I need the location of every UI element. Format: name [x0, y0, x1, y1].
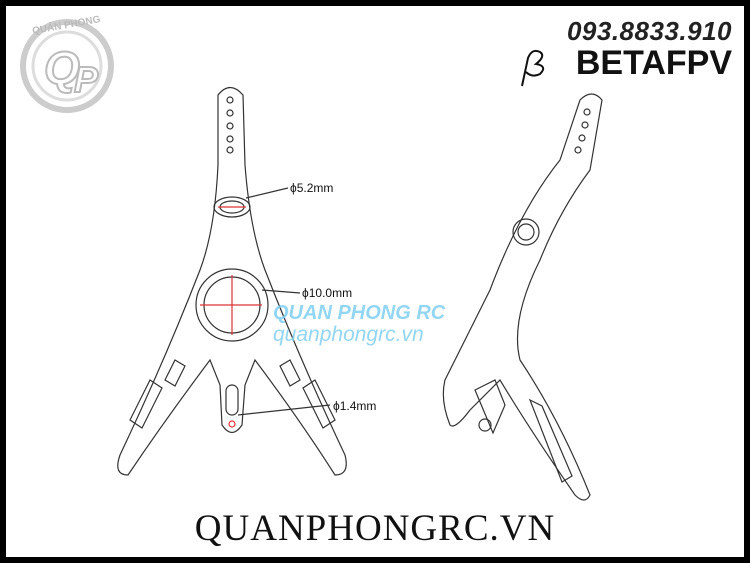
footer-website: QUANPHONGRC.VN	[194, 508, 556, 549]
svg-text:Q: Q	[44, 42, 80, 94]
quan-phong-logo: Q P QUẢN PHONG	[20, 12, 114, 113]
dimension-label-5-2mm: ϕ5.2mm	[290, 181, 334, 195]
dimension-label-1-4mm: ϕ1.4mm	[333, 399, 377, 413]
dimension-label-10-0mm: ϕ10.0mm	[302, 286, 353, 300]
watermark-url: quanphongrc.vn	[273, 323, 424, 346]
svg-text:P: P	[74, 59, 99, 100]
betafpv-logo-icon	[521, 49, 545, 87]
watermark-name: QUAN PHONG RC	[273, 302, 446, 324]
phone-number: 093.8833.910	[566, 16, 732, 46]
image-frame	[6, 6, 744, 557]
brand-name: BETAFPV	[575, 44, 732, 82]
